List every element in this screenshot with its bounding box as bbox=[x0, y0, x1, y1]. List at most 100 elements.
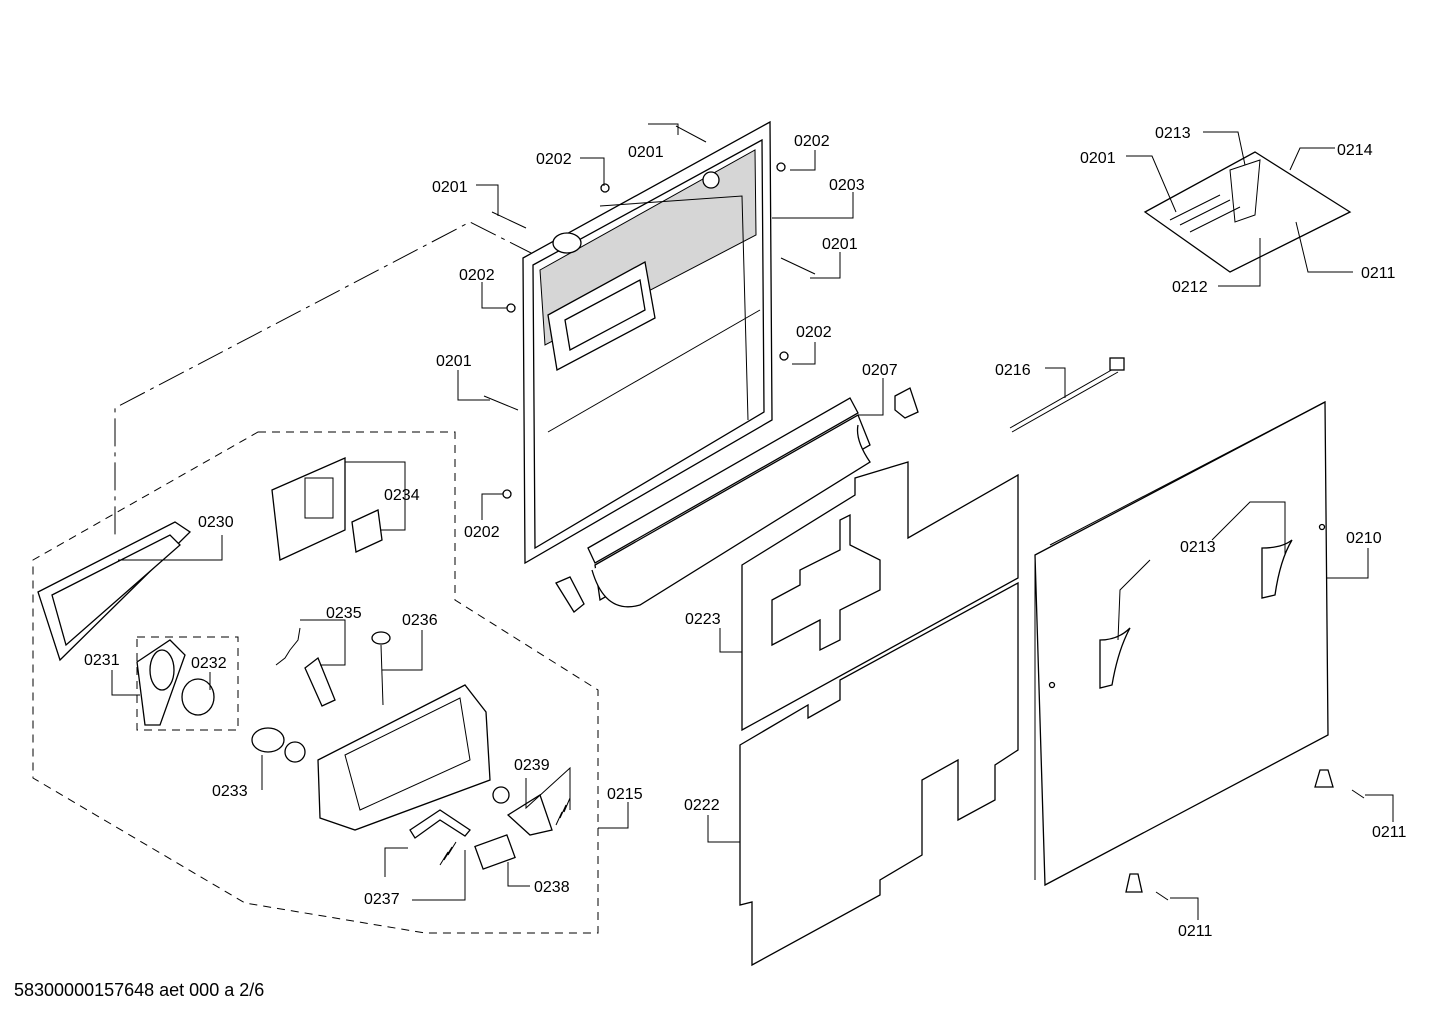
label-0210: 0210 bbox=[1346, 530, 1382, 547]
small-clip bbox=[555, 576, 585, 613]
latch-bracket bbox=[894, 387, 919, 419]
drawing-reference-number: 58300000157648 aet 000 a 2/6 bbox=[14, 980, 265, 1000]
leader-0237-b bbox=[412, 850, 466, 901]
label-0222: 0222 bbox=[684, 797, 720, 814]
leader-0202-upper-right bbox=[790, 150, 816, 171]
spring-left bbox=[439, 841, 457, 866]
label-0237: 0237 bbox=[364, 891, 400, 908]
seal-bung bbox=[251, 727, 285, 753]
leader-0214 bbox=[1289, 147, 1335, 171]
label-0201-left: 0201 bbox=[436, 353, 472, 370]
outer-door-panel bbox=[1034, 400, 1329, 887]
label-0212: 0212 bbox=[1172, 279, 1208, 296]
label-0211-bag: 0211 bbox=[1361, 265, 1396, 282]
leader-0235 bbox=[300, 619, 346, 666]
label-0201-top: 0201 bbox=[628, 144, 664, 161]
leader-0201-upper-left bbox=[476, 184, 499, 216]
seal-frame bbox=[37, 521, 192, 662]
leader-0239 bbox=[525, 766, 571, 810]
label-0230: 0230 bbox=[198, 514, 234, 531]
label-0213-mid: 0213 bbox=[1180, 539, 1216, 556]
dispenser-group-outline bbox=[32, 431, 599, 934]
leader-0202-left-low bbox=[481, 493, 503, 520]
insulation-panel-cutout bbox=[771, 513, 881, 652]
leader-0201-bag bbox=[1126, 155, 1177, 213]
leader-0202-top bbox=[580, 157, 605, 186]
label-0223: 0223 bbox=[685, 611, 721, 628]
door-strip bbox=[587, 397, 871, 608]
bracket-right bbox=[1314, 769, 1334, 788]
label-0201-upper-left: 0201 bbox=[432, 179, 468, 196]
leader-0222 bbox=[707, 815, 740, 843]
label-0203: 0203 bbox=[829, 177, 865, 194]
leader-0213-top bbox=[1203, 131, 1246, 166]
hinge-lever bbox=[409, 809, 471, 839]
screw-0201-top bbox=[675, 125, 707, 143]
leader-0234 bbox=[345, 461, 406, 531]
pin-0202-left-mid bbox=[506, 303, 516, 313]
pin-0202-top bbox=[600, 183, 610, 193]
pin-0202-upper-right bbox=[776, 162, 786, 172]
insulation-panel-lower bbox=[739, 581, 1019, 967]
leader-0223 bbox=[719, 628, 742, 653]
filter-pad bbox=[351, 509, 383, 553]
label-0201-bag: 0201 bbox=[1080, 150, 1116, 167]
label-0202-upper-right: 0202 bbox=[794, 133, 830, 150]
label-0216: 0216 bbox=[995, 362, 1031, 379]
pin-0202-left-low bbox=[502, 489, 512, 499]
spring-right bbox=[555, 797, 571, 826]
leader-0211-bottom bbox=[1170, 897, 1199, 920]
inner-door-frame bbox=[522, 120, 773, 565]
label-0215: 0215 bbox=[607, 786, 643, 803]
leader-0202-left-mid bbox=[481, 282, 507, 309]
label-0231: 0231 bbox=[84, 652, 120, 669]
label-0239: 0239 bbox=[514, 757, 550, 774]
dispenser-cover bbox=[136, 639, 186, 726]
screw-0211-right bbox=[1351, 789, 1365, 799]
leader-0203 bbox=[772, 192, 854, 219]
hook-lever bbox=[304, 656, 336, 707]
leader-0237 bbox=[384, 847, 408, 877]
dispenser-filter bbox=[271, 457, 346, 561]
screw-0211-bottom bbox=[1155, 891, 1169, 901]
leader-0213-a bbox=[1211, 501, 1286, 555]
leader-0201-left bbox=[457, 370, 490, 401]
leader-0202-right-mid bbox=[792, 342, 816, 365]
torsion-spring bbox=[275, 627, 301, 666]
cam-lever bbox=[506, 794, 553, 836]
label-0234: 0234 bbox=[384, 487, 420, 504]
screw-0201-left bbox=[483, 395, 519, 411]
leader-0211-bag bbox=[1295, 221, 1353, 273]
label-0235: 0235 bbox=[326, 605, 362, 622]
o-ring-small bbox=[284, 741, 306, 763]
leader-0207 bbox=[858, 378, 884, 416]
label-0202-left-mid: 0202 bbox=[459, 267, 495, 284]
leader-0201-right bbox=[810, 252, 841, 279]
label-0202-top: 0202 bbox=[536, 151, 572, 168]
leader-0236 bbox=[382, 630, 423, 671]
bracket-bottom bbox=[1125, 873, 1143, 893]
label-0211-bottom: 0211 bbox=[1178, 923, 1213, 940]
label-0232: 0232 bbox=[191, 655, 227, 672]
pin-0202-right-mid bbox=[779, 351, 789, 361]
leader-0211-right bbox=[1365, 794, 1394, 822]
label-0238: 0238 bbox=[534, 879, 570, 896]
label-0211-right: 0211 bbox=[1372, 824, 1407, 841]
dispenser-housing bbox=[317, 684, 491, 831]
screw-0201-right bbox=[780, 257, 816, 275]
leader-0216 bbox=[1045, 367, 1066, 398]
ball bbox=[492, 786, 510, 804]
label-0236: 0236 bbox=[402, 612, 438, 629]
micro-switch bbox=[474, 834, 516, 870]
label-0202-left-low: 0202 bbox=[464, 524, 500, 541]
label-0202-right-mid: 0202 bbox=[796, 324, 832, 341]
label-0201-right: 0201 bbox=[822, 236, 858, 253]
subgroup-0231-0232-outline bbox=[136, 636, 239, 731]
door-frame-dashdot-outline bbox=[114, 221, 536, 540]
leader-0213-b bbox=[1117, 559, 1151, 641]
valve-stem bbox=[380, 644, 384, 706]
screw-0201-upper-left bbox=[491, 211, 527, 229]
cable-tie bbox=[1009, 357, 1125, 433]
leader-0215 bbox=[598, 802, 629, 829]
